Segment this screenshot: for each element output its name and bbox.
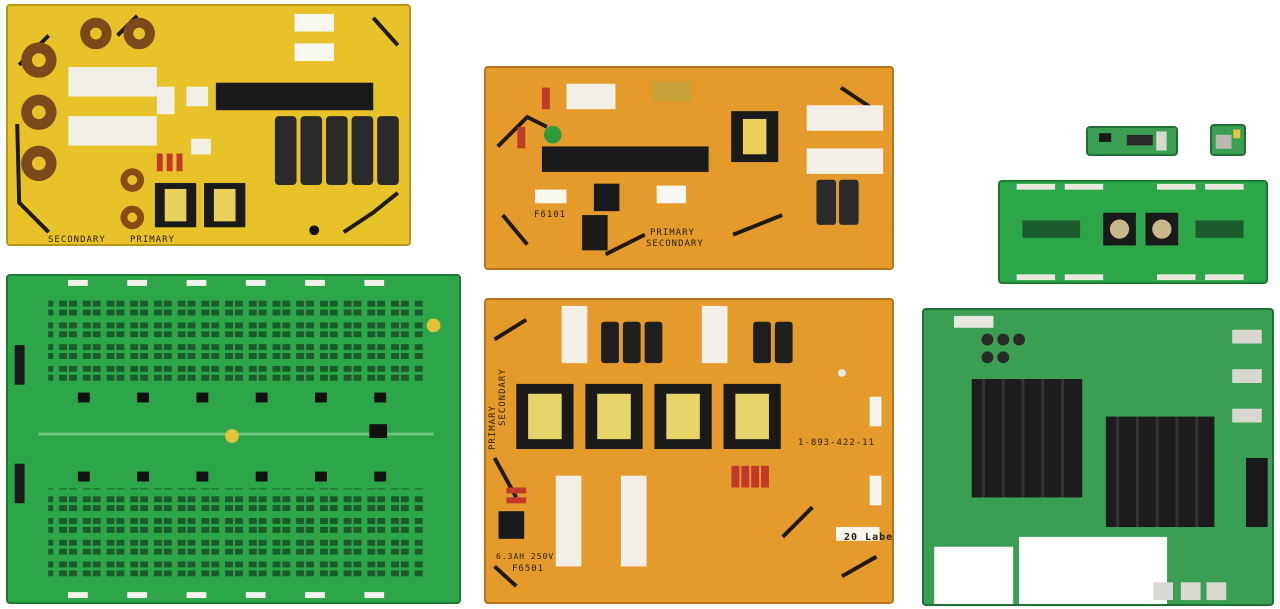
board1-secondary-label: SECONDARY	[48, 235, 106, 245]
board2-fuse-label: F6101	[534, 210, 567, 220]
small-board-1	[1086, 126, 1178, 156]
power-board-top-left: SECONDARY PRIMARY	[6, 4, 411, 246]
main-board-circuit	[934, 315, 1268, 604]
board4-partno-label: 1-893-422-11	[798, 438, 876, 448]
tcon-board	[998, 180, 1268, 284]
board4-secondary-label: SECONDARY	[498, 368, 508, 426]
board2-primary-label: PRIMARY	[650, 228, 695, 238]
led-driver-board	[6, 274, 461, 604]
power-board-bottom-center: PRIMARY SECONDARY 1-893-422-11 F6501 6.3…	[484, 298, 894, 604]
board4-primary-label: PRIMARY	[488, 405, 498, 450]
led-driver-board-circuit	[14, 279, 441, 599]
small-board-2	[1210, 124, 1246, 156]
board4-rating-label: 6.3AH 250V	[496, 552, 555, 561]
tcon-board-circuit	[1016, 183, 1244, 281]
main-board	[922, 308, 1274, 606]
power-board-bottom-center-circuit	[492, 305, 882, 588]
board1-primary-label: PRIMARY	[130, 235, 175, 245]
power-board-top-center: F6101 PRIMARY SECONDARY	[484, 66, 894, 270]
board4-fuse-label: F6501	[512, 564, 545, 574]
board4-label20: 20 Label	[844, 532, 894, 543]
small-board-1-circuit	[1099, 131, 1167, 151]
small-board-2-circuit	[1215, 129, 1241, 149]
power-board-top-left-circuit	[15, 13, 400, 236]
power-board-top-center-circuit	[496, 81, 884, 257]
board2-secondary-label: SECONDARY	[646, 239, 704, 249]
